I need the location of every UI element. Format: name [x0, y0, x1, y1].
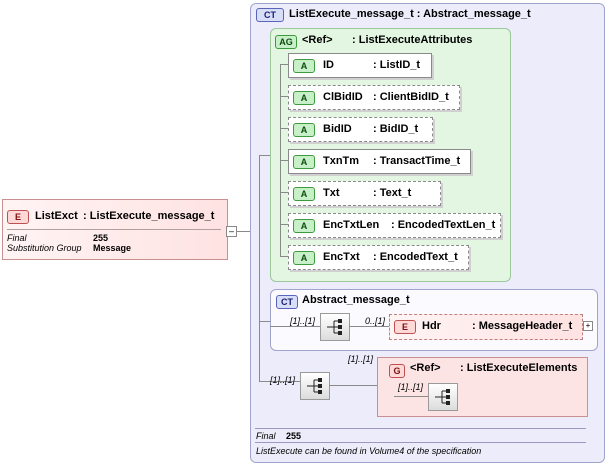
- ag-tree-h6: [280, 224, 288, 225]
- hdr-name: Hdr: [422, 320, 441, 332]
- ag-tree-h5: [280, 192, 288, 193]
- element-prop-value-subgroup: Message: [93, 243, 132, 253]
- attr-badge: A: [293, 91, 315, 105]
- group-listexecuteelements[interactable]: G <Ref> : ListExecuteElements [1]..[1]: [377, 357, 588, 417]
- group-inner-occurrence: [1]..[1]: [398, 382, 424, 392]
- sequence-icon: [327, 319, 342, 335]
- attr-name: BidID: [323, 123, 352, 135]
- attribute-clbidid[interactable]: A ClBidID : ClientBidID_t: [288, 85, 460, 110]
- attr-badge: A: [293, 251, 315, 265]
- ag-badge: AG: [275, 35, 297, 49]
- attr-type: : BidID_t: [373, 123, 419, 135]
- element-listexct[interactable]: E ListExct : ListExecute_message_t Final…: [2, 199, 228, 260]
- element-prop-value-final: 255: [93, 233, 109, 243]
- attr-type: : ClientBidID_t: [373, 91, 449, 103]
- seq-occurrence: [1]..[1]: [270, 375, 296, 385]
- ct-tree-vline: [259, 155, 260, 381]
- footer-final-key: Final: [256, 431, 276, 441]
- attribute-bidid[interactable]: A BidID : BidID_t: [288, 117, 433, 142]
- base-sequence-node[interactable]: [320, 313, 350, 341]
- hdr-expander[interactable]: +: [583, 321, 593, 331]
- ct-title: ListExecute_message_t : Abstract_message…: [289, 8, 531, 20]
- ag-type: : ListExecuteAttributes: [352, 34, 473, 46]
- attr-name: EncTxt: [323, 251, 360, 263]
- attr-name: Txt: [323, 187, 340, 199]
- attribute-enctxtlen[interactable]: A EncTxtLen : EncodedTextLen_t: [288, 213, 501, 238]
- element-prop-key-final: Final: [7, 233, 27, 243]
- attr-name: ClBidID: [323, 91, 363, 103]
- attr-badge: A: [293, 187, 315, 201]
- base-seq-occurrence: [1]..[1]: [290, 316, 316, 326]
- group-inner-line: [394, 396, 428, 397]
- ct-tree-h-ag: [259, 155, 270, 156]
- attr-badge: A: [293, 59, 315, 73]
- hdr-badge: E: [394, 320, 416, 334]
- ag-tree-h3: [280, 128, 288, 129]
- attr-name: TxnTm: [323, 155, 360, 167]
- group-badge: G: [389, 364, 405, 378]
- ag-tree-h4: [280, 160, 288, 161]
- attr-name: ID: [323, 59, 334, 71]
- ag-tree-h1: [280, 64, 288, 65]
- attribute-txt[interactable]: A Txt : Text_t: [288, 181, 441, 206]
- attribute-enctxt[interactable]: A EncTxt : EncodedText_t: [288, 245, 469, 270]
- base-line-left: [270, 326, 320, 327]
- hdr-type: : MessageHeader_t: [472, 320, 573, 332]
- group-sequence-node[interactable]: [428, 383, 458, 411]
- attr-type: : EncodedText_t: [373, 251, 458, 263]
- attr-badge: A: [293, 219, 315, 233]
- element-badge: E: [7, 210, 29, 224]
- attribute-txntm[interactable]: A TxnTm : TransactTime_t: [288, 149, 471, 174]
- ct-tree-h-seq: [259, 381, 300, 382]
- attr-badge: A: [293, 123, 315, 137]
- attr-type: : ListID_t: [373, 59, 421, 71]
- attr-name: EncTxtLen: [323, 219, 380, 231]
- footer-note: ListExecute can be found in Volume4 of t…: [256, 446, 482, 456]
- group-occurrence: [1]..[1]: [348, 354, 374, 364]
- attr-type: : Text_t: [373, 187, 412, 199]
- sequence-icon: [307, 378, 322, 394]
- group-ref: <Ref>: [410, 362, 441, 374]
- element-name: ListExct: [35, 210, 78, 222]
- element-type: : ListExecute_message_t: [83, 210, 215, 222]
- attr-badge: A: [293, 155, 315, 169]
- element-hdr[interactable]: E Hdr : MessageHeader_t: [389, 314, 583, 340]
- ct-tree-h-base: [259, 321, 270, 322]
- sequence-node[interactable]: [300, 372, 330, 400]
- sequence-icon: [435, 389, 450, 405]
- base-title: Abstract_message_t: [302, 294, 410, 306]
- base-line-right: [349, 326, 389, 327]
- attribute-id[interactable]: A ID : ListID_t: [288, 53, 432, 78]
- footer-divider-2: [255, 442, 586, 443]
- attr-type: : EncodedTextLen_t: [391, 219, 496, 231]
- footer-divider-1: [255, 428, 586, 429]
- ag-tree-h2: [280, 96, 288, 97]
- base-ct-badge: CT: [276, 295, 298, 309]
- hdr-occurrence: 0..[1]: [365, 316, 386, 326]
- attr-type: : TransactTime_t: [373, 155, 461, 167]
- group-connector: [329, 385, 377, 386]
- element-prop-key-subgroup: Substitution Group: [7, 243, 82, 253]
- footer-final-value: 255: [286, 431, 302, 441]
- ct-badge: CT: [256, 8, 284, 22]
- element-divider: [7, 229, 221, 230]
- ag-ref: <Ref>: [302, 34, 333, 46]
- connector-element: [236, 231, 250, 232]
- group-type: : ListExecuteElements: [460, 362, 578, 374]
- ag-tree-h7: [280, 256, 288, 257]
